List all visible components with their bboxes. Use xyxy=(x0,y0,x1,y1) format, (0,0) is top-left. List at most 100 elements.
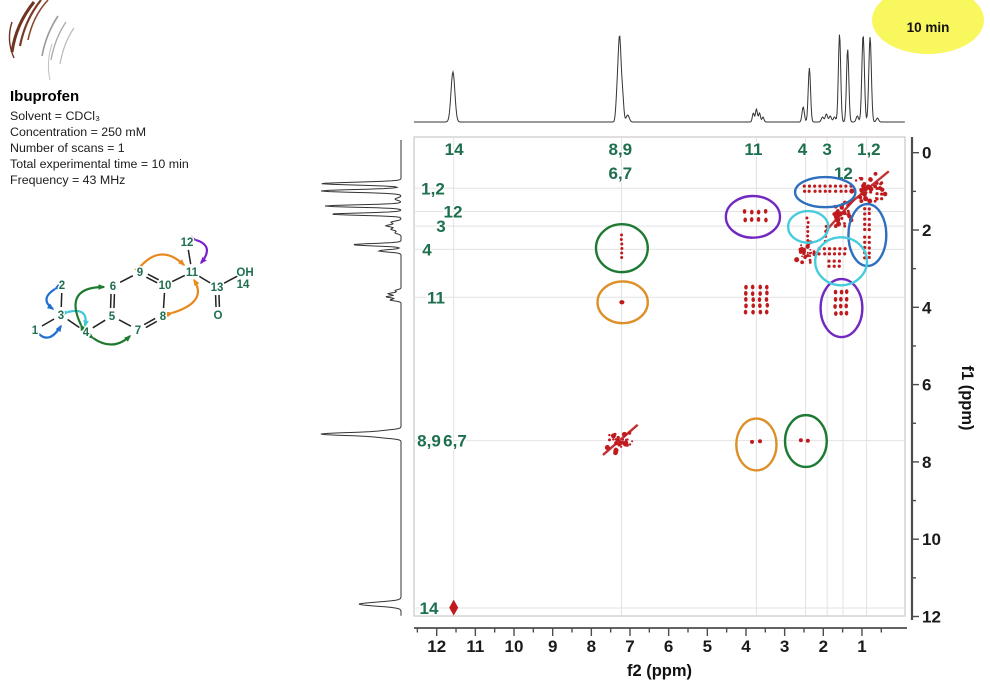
peak-dot xyxy=(846,209,850,213)
y-tick-label: 4 xyxy=(922,298,932,317)
atom-label-10: 10 xyxy=(159,280,172,292)
peak-dot xyxy=(758,439,763,444)
peak-dot xyxy=(800,244,803,247)
peak-dot xyxy=(805,438,810,443)
peak-dot xyxy=(743,217,747,223)
peak-dot xyxy=(867,251,871,255)
x-tick-label: 5 xyxy=(703,637,712,656)
peak-dot xyxy=(875,186,879,191)
peak-dot xyxy=(750,439,755,444)
bond xyxy=(198,275,211,284)
peak-dot xyxy=(610,433,616,439)
top-1d-trace xyxy=(414,34,905,123)
column-label-14: 14 xyxy=(445,140,464,159)
coupling-arrow-2-3 xyxy=(45,283,62,310)
plot-area xyxy=(413,136,906,617)
peak-dot xyxy=(822,247,826,251)
row-label-8,9: 8,9 xyxy=(417,432,441,451)
cross-peak xyxy=(817,247,847,256)
peak-dot xyxy=(620,251,624,255)
sample-name: Ibuprofen xyxy=(10,88,80,105)
peak-dot xyxy=(844,289,849,295)
x-tick-label: 8 xyxy=(587,637,596,656)
peak-dot xyxy=(806,253,810,257)
peak-dot xyxy=(801,255,804,258)
x-tick-label: 10 xyxy=(505,637,524,656)
peak-dot xyxy=(758,303,762,309)
diagonal-peak xyxy=(794,240,817,265)
row-label-12: 12 xyxy=(444,202,463,221)
x-tick-label: 3 xyxy=(780,637,789,656)
peak-dot xyxy=(751,297,756,303)
atom-label-OH: OH xyxy=(236,267,253,279)
info-line: Frequency = 43 MHz xyxy=(10,173,126,187)
cross-peak xyxy=(619,300,625,305)
bond xyxy=(118,319,132,327)
peak-dot xyxy=(849,189,853,193)
peak-dot xyxy=(843,247,847,251)
peak-dot xyxy=(806,220,810,224)
peak-dot xyxy=(865,191,868,194)
peak-dot xyxy=(802,184,806,188)
peak-dot xyxy=(620,246,624,250)
peak-dot xyxy=(614,442,618,446)
bond xyxy=(223,275,239,284)
peak-dot xyxy=(806,225,810,229)
peak-dot xyxy=(809,248,812,251)
peak-dot xyxy=(765,302,770,308)
coupling-arrow-4-7 xyxy=(86,332,132,346)
peak-dot xyxy=(839,296,843,302)
peak-dot xyxy=(834,311,838,317)
peak-dot xyxy=(750,291,755,297)
peak-dot xyxy=(861,183,866,189)
y-tick-label: 8 xyxy=(922,453,931,472)
peak-dot xyxy=(806,251,809,254)
peak-dot xyxy=(758,309,763,315)
peak-dot xyxy=(863,196,869,202)
row-label-1,2: 1,2 xyxy=(421,179,445,198)
peak-dot xyxy=(621,438,624,441)
peak-dot xyxy=(827,259,831,263)
peak-dot xyxy=(764,309,769,315)
peak-dot xyxy=(880,192,884,196)
peak-dot xyxy=(878,186,881,190)
peak-dot xyxy=(751,303,756,309)
peak-dot xyxy=(806,229,810,233)
peak-dot xyxy=(873,199,877,203)
column-label-8,9: 8,9 xyxy=(609,140,633,159)
peak-dot xyxy=(823,184,827,188)
peak-dot xyxy=(818,189,822,193)
peak-dot xyxy=(827,252,832,256)
peak-dot xyxy=(803,189,807,193)
correlation-ellipse-dkgreen xyxy=(594,223,649,274)
info-line: Solvent = CDCl₃ xyxy=(10,109,101,123)
peak-dot xyxy=(802,249,807,253)
peak-dot xyxy=(805,216,809,220)
cross-peak xyxy=(798,438,810,443)
y-tick-label: 6 xyxy=(922,376,931,395)
peak-dot xyxy=(844,184,848,188)
peak-dot xyxy=(844,296,849,302)
peak-dot xyxy=(813,189,817,193)
peak-dot xyxy=(880,187,884,191)
peak-dot xyxy=(742,209,747,214)
peak-dot xyxy=(808,251,812,255)
peak-dot xyxy=(858,176,861,179)
cross-peak xyxy=(827,259,841,268)
atom-label-5: 5 xyxy=(109,311,116,323)
bond xyxy=(119,275,134,283)
corner-arcs-logo xyxy=(8,0,75,81)
row-label-6,7: 6,7 xyxy=(443,432,467,451)
bond xyxy=(162,292,166,309)
peak-dot xyxy=(749,217,754,222)
coupling-arrow-1-3 xyxy=(32,324,62,339)
peak-dot xyxy=(806,234,810,238)
cross-peak xyxy=(750,439,763,444)
diagonal-peak xyxy=(845,170,890,207)
peak-dot xyxy=(838,247,842,251)
peak-dot xyxy=(764,297,769,302)
peak-dot xyxy=(854,179,858,182)
correlation-ellipse-cyan xyxy=(813,236,869,287)
peak-dot xyxy=(867,235,871,239)
